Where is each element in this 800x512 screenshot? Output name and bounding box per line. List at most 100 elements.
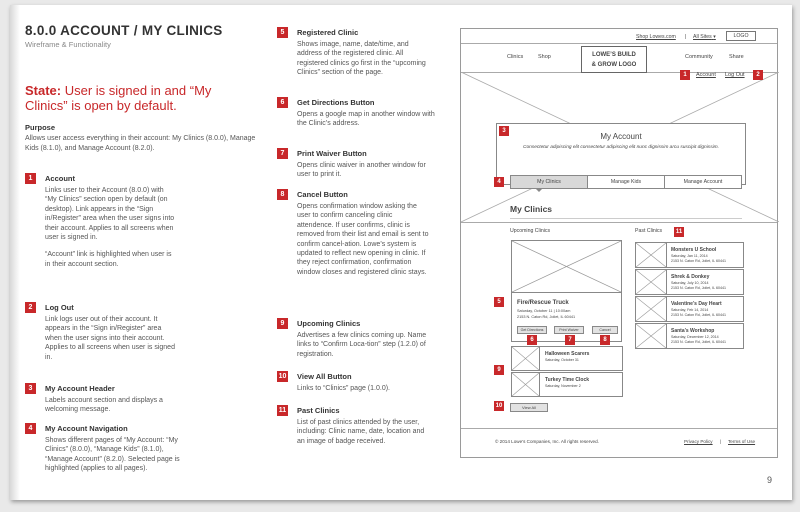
- wf-account-tabs: My Clinics Manage Kids Manage Account: [510, 175, 742, 189]
- annotation-paragraph: Links user to their Account (8.0.0) with…: [45, 187, 175, 242]
- annotation-text: Opens confirmation window asking the use…: [297, 203, 429, 276]
- annotation-heading: Registered Clinic: [297, 28, 359, 37]
- annotation-badge: 11: [277, 405, 288, 416]
- wf-upcoming-clinic-row: Halloween Scarers Saturday, October 31: [539, 346, 623, 371]
- print-waiver-button[interactable]: Print Waiver: [554, 326, 584, 334]
- state-label: State:: [25, 83, 62, 98]
- tab-manage-kids[interactable]: Manage Kids: [588, 176, 665, 188]
- wf-upcoming-title[interactable]: Halloween Scarers: [545, 351, 590, 357]
- annotation-paragraph: “Account” link is highlighted when user …: [45, 251, 172, 268]
- wf-divider: [461, 43, 777, 44]
- wf-registered-title[interactable]: Fire/Rescue Truck: [517, 300, 569, 306]
- annotation-badge: 3: [25, 383, 36, 394]
- wf-clinic-thumb: [511, 346, 540, 371]
- wf-past-date: Saturday, Feb 14, 2014: [671, 308, 709, 312]
- page-fold-shadow: [10, 5, 20, 500]
- wf-past-address: 2153 N. Caton Rd, Joliet, IL 60441: [671, 259, 727, 263]
- wf-brand-line: & GROW LOGO: [591, 62, 637, 68]
- wf-shop-link[interactable]: Shop Lowes.com: [636, 34, 676, 40]
- annotation-heading: My Account Header: [45, 384, 115, 393]
- wf-upcoming-title[interactable]: Turkey Time Clock: [545, 377, 589, 383]
- annotation-badge: 6: [277, 97, 288, 108]
- get-directions-button[interactable]: Get Directions: [517, 326, 547, 334]
- annotation-text: Advertises a few clinics coming up. Name…: [297, 332, 427, 358]
- annotation-text: Shows different pages of “My Account: “M…: [45, 437, 180, 473]
- wf-badge-thumb: [635, 323, 667, 349]
- annotation-badge: 10: [277, 371, 288, 382]
- wf-registered-clinic-card: Fire/Rescue Truck Saturday, October 11 |…: [511, 292, 622, 342]
- annotation-text: Links to “Clinics” page (1.0.0).: [297, 385, 390, 392]
- wf-callout-badge-8: 8: [600, 335, 610, 345]
- annotation-heading: Get Directions Button: [297, 98, 375, 107]
- wf-past-date: Saturday, July 10, 2014: [671, 281, 709, 285]
- wf-past-address: 2153 N. Caton Rd, Joliet, IL 60441: [671, 286, 727, 290]
- annotation-text: Links user to their Account (8.0.0) with…: [45, 186, 175, 269]
- annotation-heading: Past Clinics: [297, 406, 340, 415]
- annotation-badge: 8: [277, 189, 288, 200]
- wf-past-title: Monsters U School: [671, 247, 717, 253]
- view-all-button[interactable]: View All: [510, 403, 548, 412]
- wf-callout-badge-5: 5: [494, 297, 504, 307]
- doc-title: 8.0.0 ACCOUNT / MY CLINICS: [25, 23, 223, 38]
- annotation-heading: Upcoming Clinics: [297, 319, 361, 328]
- wf-nav-shop[interactable]: Shop: [538, 54, 551, 60]
- wf-past-address: 2153 N. Caton Rd, Joliet, IL 60441: [671, 313, 727, 317]
- wf-footer-divider: [461, 428, 777, 429]
- cancel-button[interactable]: Cancel: [592, 326, 618, 334]
- wf-nav-clinics[interactable]: Clinics: [507, 54, 524, 60]
- image-placeholder-icon: [512, 241, 621, 292]
- wireframe-mockup: Shop Lowes.com | All Sites ▾ LOGO Clinic…: [460, 28, 779, 458]
- image-placeholder-icon: [636, 270, 666, 294]
- state-text: User is signed in and “My Clinics” is op…: [25, 83, 212, 113]
- wf-privacy-link[interactable]: Privacy Policy: [684, 439, 713, 444]
- wf-account-link[interactable]: Account: [696, 72, 716, 78]
- annotation-text: Labels account section and displays a we…: [45, 397, 163, 414]
- annotation-heading: Print Waiver Button: [297, 149, 367, 158]
- wf-all-sites-label: All Sites: [693, 34, 712, 40]
- wf-past-address: 2153 N. Caton Rd, Joliet, IL 60441: [671, 340, 727, 344]
- wf-callout-badge-11: 11: [674, 227, 684, 237]
- wf-copyright: © 2014 Lowe’s Companies, Inc. All rights…: [495, 439, 599, 444]
- wf-my-clinics-heading: My Clinics: [510, 204, 553, 214]
- image-placeholder-icon: [512, 373, 539, 396]
- annotation-badge: 5: [277, 27, 288, 38]
- wf-my-account-subtitle: Consectetur adipiscing elit consectetur …: [523, 145, 719, 150]
- wf-upcoming-clinic-row: Turkey Time Clock Saturday, November 2: [539, 372, 623, 397]
- tab-manage-account[interactable]: Manage Account: [683, 179, 723, 185]
- doc-subtitle: Wireframe & Functionality: [25, 40, 111, 49]
- wf-utility-bar: Shop Lowes.com | All Sites ▾ LOGO: [461, 29, 777, 43]
- wf-all-sites-link[interactable]: All Sites ▾: [693, 34, 716, 40]
- wf-clinic-thumb: [511, 372, 540, 397]
- wf-past-date: Saturday, Jan 11, 2014: [671, 254, 708, 258]
- wf-callout-badge-1: 1: [680, 70, 690, 80]
- wf-nav-community[interactable]: Community: [685, 54, 713, 60]
- wf-nav-share[interactable]: Share: [729, 54, 744, 60]
- wf-registered-date: Saturday, October 11 | 10:00am: [517, 309, 571, 313]
- annotation-badge: 9: [277, 318, 288, 329]
- wf-callout-badge-2: 2: [753, 70, 763, 80]
- annotation-badge: 7: [277, 148, 288, 159]
- chevron-down-icon: ▾: [713, 34, 716, 40]
- wf-separator: |: [685, 34, 687, 40]
- state-statement: State: User is signed in and “My Clinics…: [25, 83, 245, 113]
- wf-logout-link[interactable]: Log Out: [725, 72, 745, 78]
- wf-upcoming-date: Saturday, November 2: [545, 384, 581, 388]
- tab-my-clinics[interactable]: My Clinics: [511, 176, 588, 188]
- wf-registered-address: 2153 N. Caton Rd, Joliet, IL 60441: [517, 315, 576, 319]
- annotation-badge: 4: [25, 423, 36, 434]
- image-placeholder-icon: [636, 297, 666, 321]
- annotation-text: Shows image, name, date/time, and addres…: [297, 41, 426, 77]
- wf-footer-separator: |: [720, 439, 722, 444]
- image-placeholder-icon: [512, 347, 539, 370]
- wf-terms-link[interactable]: Terms of Use: [728, 439, 756, 444]
- wf-past-clinic-row: Valentine’s Day Heart Saturday, Feb 14, …: [666, 296, 744, 322]
- wf-badge-thumb: [635, 242, 667, 268]
- annotation-heading: Cancel Button: [297, 190, 348, 199]
- wf-upcoming-label: Upcoming Clinics: [510, 228, 551, 234]
- annotation-heading: Log Out: [45, 303, 74, 312]
- image-placeholder-icon: [636, 243, 666, 267]
- wf-past-clinic-row: Shrek & Donkey Saturday, July 10, 2014 2…: [666, 269, 744, 295]
- wf-brand-logo: LOWE’S BUILD & GROW LOGO: [581, 46, 647, 73]
- active-tab-indicator: [535, 188, 543, 192]
- wf-my-account-header: My Account Consectetur adipiscing elit c…: [496, 123, 746, 185]
